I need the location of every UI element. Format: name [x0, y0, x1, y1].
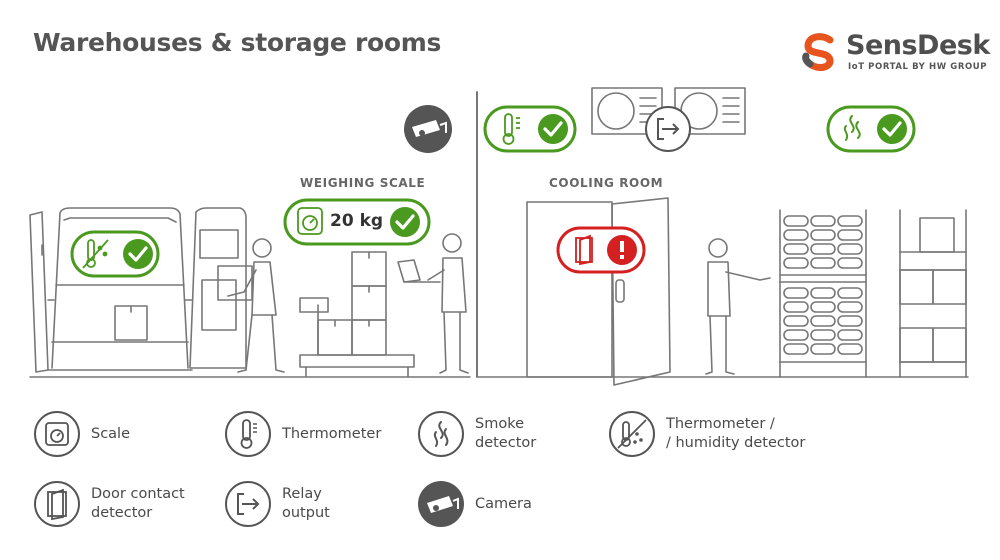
- legend-door-text: Door contact detector: [91, 486, 185, 521]
- thermometer-icon: [225, 411, 271, 457]
- scale-reading: 20 kg: [330, 211, 384, 231]
- weighing-scale: [299, 251, 415, 377]
- legend-smoke-text: Smoke detector: [475, 416, 537, 451]
- page-title: Warehouses & storage rooms: [33, 28, 442, 57]
- legend-thermometer: Thermometer: [224, 410, 404, 470]
- logo-tagline: IoT PORTAL BY HW GROUP: [848, 62, 988, 72]
- legend-door: Door contact detector: [33, 480, 213, 540]
- camera-badge-icon[interactable]: [404, 105, 452, 153]
- sensdesk-logo-icon: [802, 33, 834, 71]
- scene-illustration: [29, 87, 969, 386]
- cooling-room-label: COOLING ROOM: [549, 176, 664, 190]
- worker-with-scanner: [705, 238, 771, 375]
- relay-output-badge-icon[interactable]: [645, 106, 691, 152]
- warehouse-scene: WEIGHING SCALE COOLING ROOM 20 kg: [0, 80, 1000, 400]
- smoke-detector-status-pill[interactable]: [826, 105, 916, 153]
- scale-icon: [34, 411, 80, 457]
- thermometer-humidity-icon: [609, 411, 655, 457]
- legend-camera-text: Camera: [475, 496, 532, 512]
- camera-icon: [418, 481, 464, 527]
- delivery-van: [29, 207, 247, 373]
- legend-thermo-humidity: Thermometer / / humidity detector: [608, 410, 848, 470]
- logo-name: SensDesk: [846, 30, 990, 61]
- legend-relay-text: Relay output: [282, 486, 330, 521]
- legend-scale: Scale: [33, 410, 193, 470]
- legend-smoke: Smoke detector: [417, 410, 577, 470]
- van-sensor-status-pill[interactable]: [70, 230, 160, 278]
- worker-carrying-box: [217, 238, 285, 373]
- legend-scale-text: Scale: [91, 426, 131, 442]
- door-contact-alert-pill[interactable]: [556, 226, 646, 274]
- legend-camera: Camera: [417, 480, 577, 540]
- cooling-room-door: [526, 197, 671, 386]
- legend-thermometer-text: Thermometer: [282, 426, 382, 442]
- shelf-boxes: [899, 209, 967, 378]
- door-contact-icon: [34, 481, 80, 527]
- brand-logo[interactable]: SensDesk IoT PORTAL BY HW GROUP: [800, 30, 990, 74]
- legend-relay: Relay output: [224, 480, 384, 540]
- smoke-detector-icon: [418, 411, 464, 457]
- worker-with-laptop: [397, 233, 469, 374]
- pallet-rack-sacks: [779, 209, 867, 378]
- weighing-scale-label: WEIGHING SCALE: [300, 176, 426, 190]
- relay-output-icon: [225, 481, 271, 527]
- legend-thermo-humidity-text: Thermometer / / humidity detector: [666, 416, 806, 451]
- scale-status-pill[interactable]: [283, 198, 431, 246]
- thermometer-status-pill[interactable]: [483, 105, 577, 153]
